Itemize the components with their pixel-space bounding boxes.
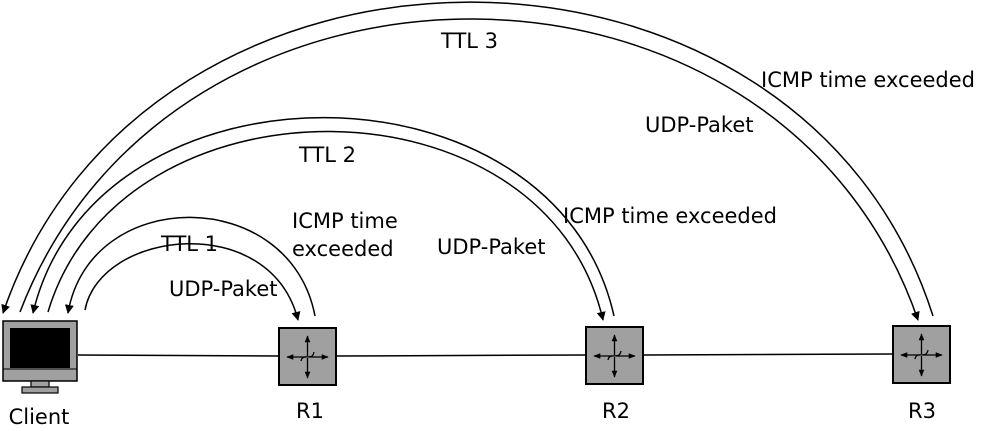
router-r2-label: R2 (602, 399, 630, 423)
hop-3-ttl-label: TTL 3 (440, 29, 498, 53)
hop-1-icmp-label-line1: ICMP time (292, 209, 398, 233)
hop-2-udp-arrow (47, 130, 606, 321)
hop-1-icmp-label-line2: exceeded (292, 237, 394, 261)
network-links (77, 353, 894, 357)
hop-3-udp-label: UDP-Paket (645, 113, 753, 137)
hop-3-icmp-label: ICMP time exceeded (761, 68, 975, 92)
router-r2-icon (586, 327, 643, 384)
client-computer-icon (2, 320, 78, 394)
hop-1-arcs (64, 216, 316, 321)
hop-1-udp-arrow (84, 243, 301, 321)
router-r3-icon (893, 326, 950, 383)
hop-2-arcs (30, 116, 615, 321)
hop-1-udp-label: UDP-Paket (169, 277, 277, 301)
link-client-r1 (77, 354, 280, 357)
router-r1-icon (279, 328, 336, 385)
hop-1-ttl-label: TTL 1 (160, 232, 218, 256)
hop-2-udp-label: UDP-Paket (437, 235, 545, 259)
hop-3-icmp-arrow (1, 1, 934, 317)
hop-2-icmp-arrow (30, 116, 615, 317)
link-r1-r2 (335, 354, 587, 357)
client-label: Client (9, 405, 70, 429)
link-r2-r3 (642, 353, 894, 356)
hop-1-icmp-arrow (64, 216, 316, 317)
hop-3-udp-arrow (19, 18, 920, 321)
hop-2-ttl-label: TTL 2 (298, 143, 356, 167)
router-r1-label: R1 (296, 399, 324, 423)
router-r3-label: R3 (908, 399, 936, 423)
hop-3-arcs (1, 1, 934, 321)
hop-2-icmp-label: ICMP time exceeded (563, 204, 777, 228)
